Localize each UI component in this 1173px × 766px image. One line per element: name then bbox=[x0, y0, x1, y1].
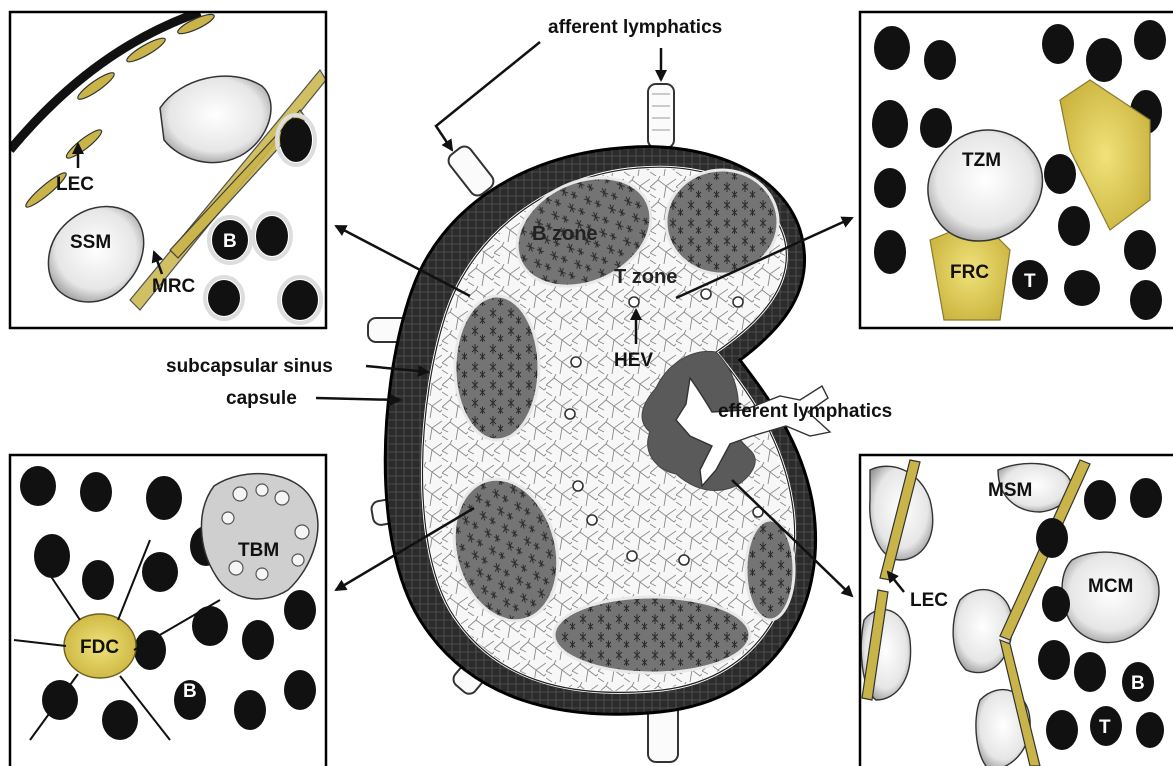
b-follicle-left bbox=[455, 296, 539, 440]
tr-frc-label: FRC bbox=[950, 262, 989, 283]
br-msm-label: MSM bbox=[988, 480, 1032, 501]
br-b-label: B bbox=[1131, 673, 1145, 694]
tl-mrc-label: MRC bbox=[152, 276, 196, 297]
panel-bottom-left: TBM FDC B bbox=[10, 455, 326, 766]
subcapsular-sinus-label: subcapsular sinus bbox=[166, 356, 333, 377]
afferent-vessel-top bbox=[648, 84, 674, 148]
panel-top-left: LEC SSM MRC B bbox=[10, 11, 326, 328]
br-mcm-label: MCM bbox=[1088, 576, 1133, 597]
afferent-pointer-line bbox=[436, 42, 540, 150]
bl-fdc-label: FDC bbox=[80, 637, 119, 658]
panel-top-right: TZM FRC T bbox=[860, 12, 1173, 328]
hev-label: HEV bbox=[614, 350, 653, 371]
tr-tzm-label: TZM bbox=[962, 150, 1001, 171]
tr-t-label: T bbox=[1024, 271, 1036, 292]
b-zone-label: B zone bbox=[532, 223, 598, 245]
afferent-label: afferent lymphatics bbox=[548, 17, 722, 38]
capsule-label: capsule bbox=[226, 388, 297, 409]
lymph-node: B zone T zone HEV bbox=[368, 84, 830, 762]
b-follicle-right bbox=[746, 520, 794, 620]
bl-b-label: B bbox=[183, 681, 197, 702]
br-lec-label: LEC bbox=[910, 590, 948, 611]
br-t-label: T bbox=[1099, 717, 1111, 738]
t-zone-label: T zone bbox=[614, 266, 677, 288]
panel-bottom-right: MSM MCM LEC B T bbox=[860, 455, 1173, 766]
tl-lec-label: LEC bbox=[56, 174, 94, 195]
b-follicle-bottom bbox=[554, 597, 750, 673]
tl-b-label: B bbox=[223, 231, 237, 252]
efferent-label: efferent lymphatics bbox=[718, 401, 892, 422]
bl-tbm-label: TBM bbox=[238, 540, 279, 561]
tl-ssm-label: SSM bbox=[70, 232, 111, 253]
